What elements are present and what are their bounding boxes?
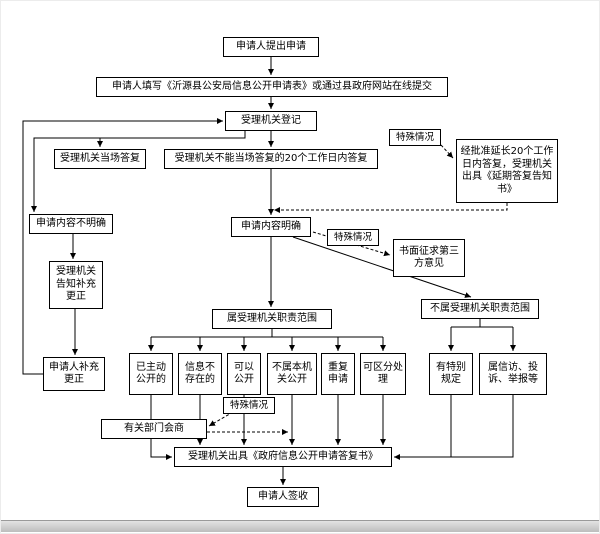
node-not-this-authority: 不属本机关公开 bbox=[267, 353, 317, 395]
node-special-case-bottom: 特殊情况 bbox=[223, 397, 275, 414]
node-special-case-mid: 特殊情况 bbox=[327, 229, 379, 246]
node-fill-form: 申请人填写《沂源县公安局信息公开申请表》或通过县政府网站在线提交 bbox=[96, 77, 448, 97]
node-reply-letter: 受理机关出具《政府信息公开申请答复书》 bbox=[174, 447, 392, 467]
node-content-clear: 申请内容明确 bbox=[231, 217, 311, 237]
node-in-scope: 属受理机关职责范围 bbox=[212, 309, 332, 329]
node-already-public: 已主动公开的 bbox=[129, 353, 173, 395]
node-submit-application: 申请人提出申请 bbox=[223, 37, 319, 57]
node-special-case-top: 特殊情况 bbox=[389, 129, 441, 146]
node-extension-notice: 经批准延长20个工作日内答复，受理机关出具《延期答复告知书》 bbox=[456, 139, 558, 203]
node-out-of-scope: 不属受理机关职责范围 bbox=[421, 299, 539, 319]
node-sign-receipt: 申请人签收 bbox=[247, 487, 319, 507]
node-reply-within-20-days: 受理机关不能当场答复的20个工作日内答复 bbox=[164, 149, 378, 169]
node-department-consultation: 有关部门会商 bbox=[101, 419, 207, 439]
node-content-unclear: 申请内容不明确 bbox=[29, 214, 113, 234]
horizontal-scrollbar[interactable] bbox=[1, 520, 599, 532]
node-onsite-reply: 受理机关当场答复 bbox=[54, 149, 146, 169]
node-info-not-exist: 信息不存在的 bbox=[178, 353, 222, 395]
node-separable-handling: 可区分处理 bbox=[360, 353, 406, 395]
node-register: 受理机关登记 bbox=[225, 111, 317, 131]
node-notify-supplement: 受理机关告知补充更正 bbox=[49, 261, 103, 309]
node-third-party-opinion: 书面征求第三方意见 bbox=[393, 239, 465, 277]
node-petition-complaint: 属信访、投诉、举报等 bbox=[479, 353, 547, 395]
node-applicant-supplement: 申请人补充更正 bbox=[43, 357, 105, 391]
node-can-disclose: 可以公开 bbox=[227, 353, 261, 395]
node-special-rule: 有特别规定 bbox=[429, 353, 473, 395]
node-repeat-application: 重复申请 bbox=[321, 353, 355, 395]
